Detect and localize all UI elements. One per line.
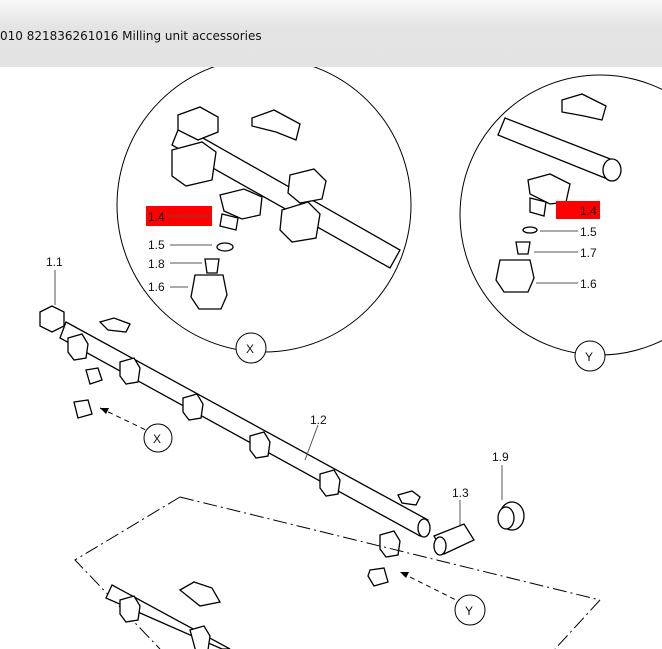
label-1-9[interactable]: 1.9 — [492, 450, 509, 464]
label-1-2[interactable]: 1.2 — [310, 413, 327, 427]
label-1-6-y[interactable]: 1.6 — [580, 277, 597, 291]
callout-y-label: Y — [585, 350, 593, 364]
part-1-5-y[interactable]: 1.5 — [522, 225, 597, 239]
part-1-3[interactable]: 1.3 — [433, 486, 475, 556]
exploded-view-outline — [74, 496, 601, 649]
part-1-6-y[interactable]: 1.6 — [495, 259, 597, 293]
callout-y-main-label: Y — [465, 604, 473, 618]
callout-x-detail[interactable]: X — [235, 332, 267, 364]
label-1-4-y[interactable]: 1.4 — [580, 204, 597, 218]
detail-y-rod — [497, 93, 622, 182]
parts-diagram: 1.4 1.5 1.8 1.6 X 1.4 1.5 1.7 — [39, 67, 662, 649]
page-title: 010 821836261016 Milling unit accessorie… — [0, 29, 262, 43]
label-1-5[interactable]: 1.5 — [148, 238, 165, 252]
label-1-8[interactable]: 1.8 — [148, 257, 165, 271]
part-1-7-y[interactable]: 1.7 — [515, 241, 597, 260]
part-1-9[interactable]: 1.9 — [492, 450, 525, 531]
highlight-1-4-y — [556, 201, 600, 219]
callout-x-label: X — [246, 342, 254, 356]
label-1-3[interactable]: 1.3 — [452, 486, 469, 500]
label-1-5-y[interactable]: 1.5 — [580, 225, 597, 239]
part-1-5-x[interactable]: 1.5 — [148, 238, 234, 252]
callout-y-main[interactable]: Y — [400, 572, 486, 626]
part-1-4-x[interactable]: 1.4 — [146, 188, 263, 231]
part-1-4-y[interactable]: 1.4 — [527, 173, 600, 219]
part-1-6-x[interactable]: 1.6 — [148, 274, 228, 310]
callout-y-detail[interactable]: Y — [574, 340, 606, 372]
title-bar: 010 821836261016 Milling unit accessorie… — [0, 0, 662, 67]
rod-clamps — [67, 317, 421, 587]
callout-x-main-label: X — [153, 432, 161, 446]
part-1-8-x[interactable]: 1.8 — [148, 257, 220, 274]
detail-x-rod — [171, 106, 401, 269]
label-1-1[interactable]: 1.1 — [46, 255, 63, 269]
label-1-7-y[interactable]: 1.7 — [580, 246, 597, 260]
part-1-1[interactable]: 1.1 — [39, 255, 65, 333]
callout-x-main[interactable]: X — [99, 407, 173, 453]
label-1-6[interactable]: 1.6 — [148, 280, 165, 294]
label-1-4[interactable]: 1.4 — [148, 210, 165, 224]
